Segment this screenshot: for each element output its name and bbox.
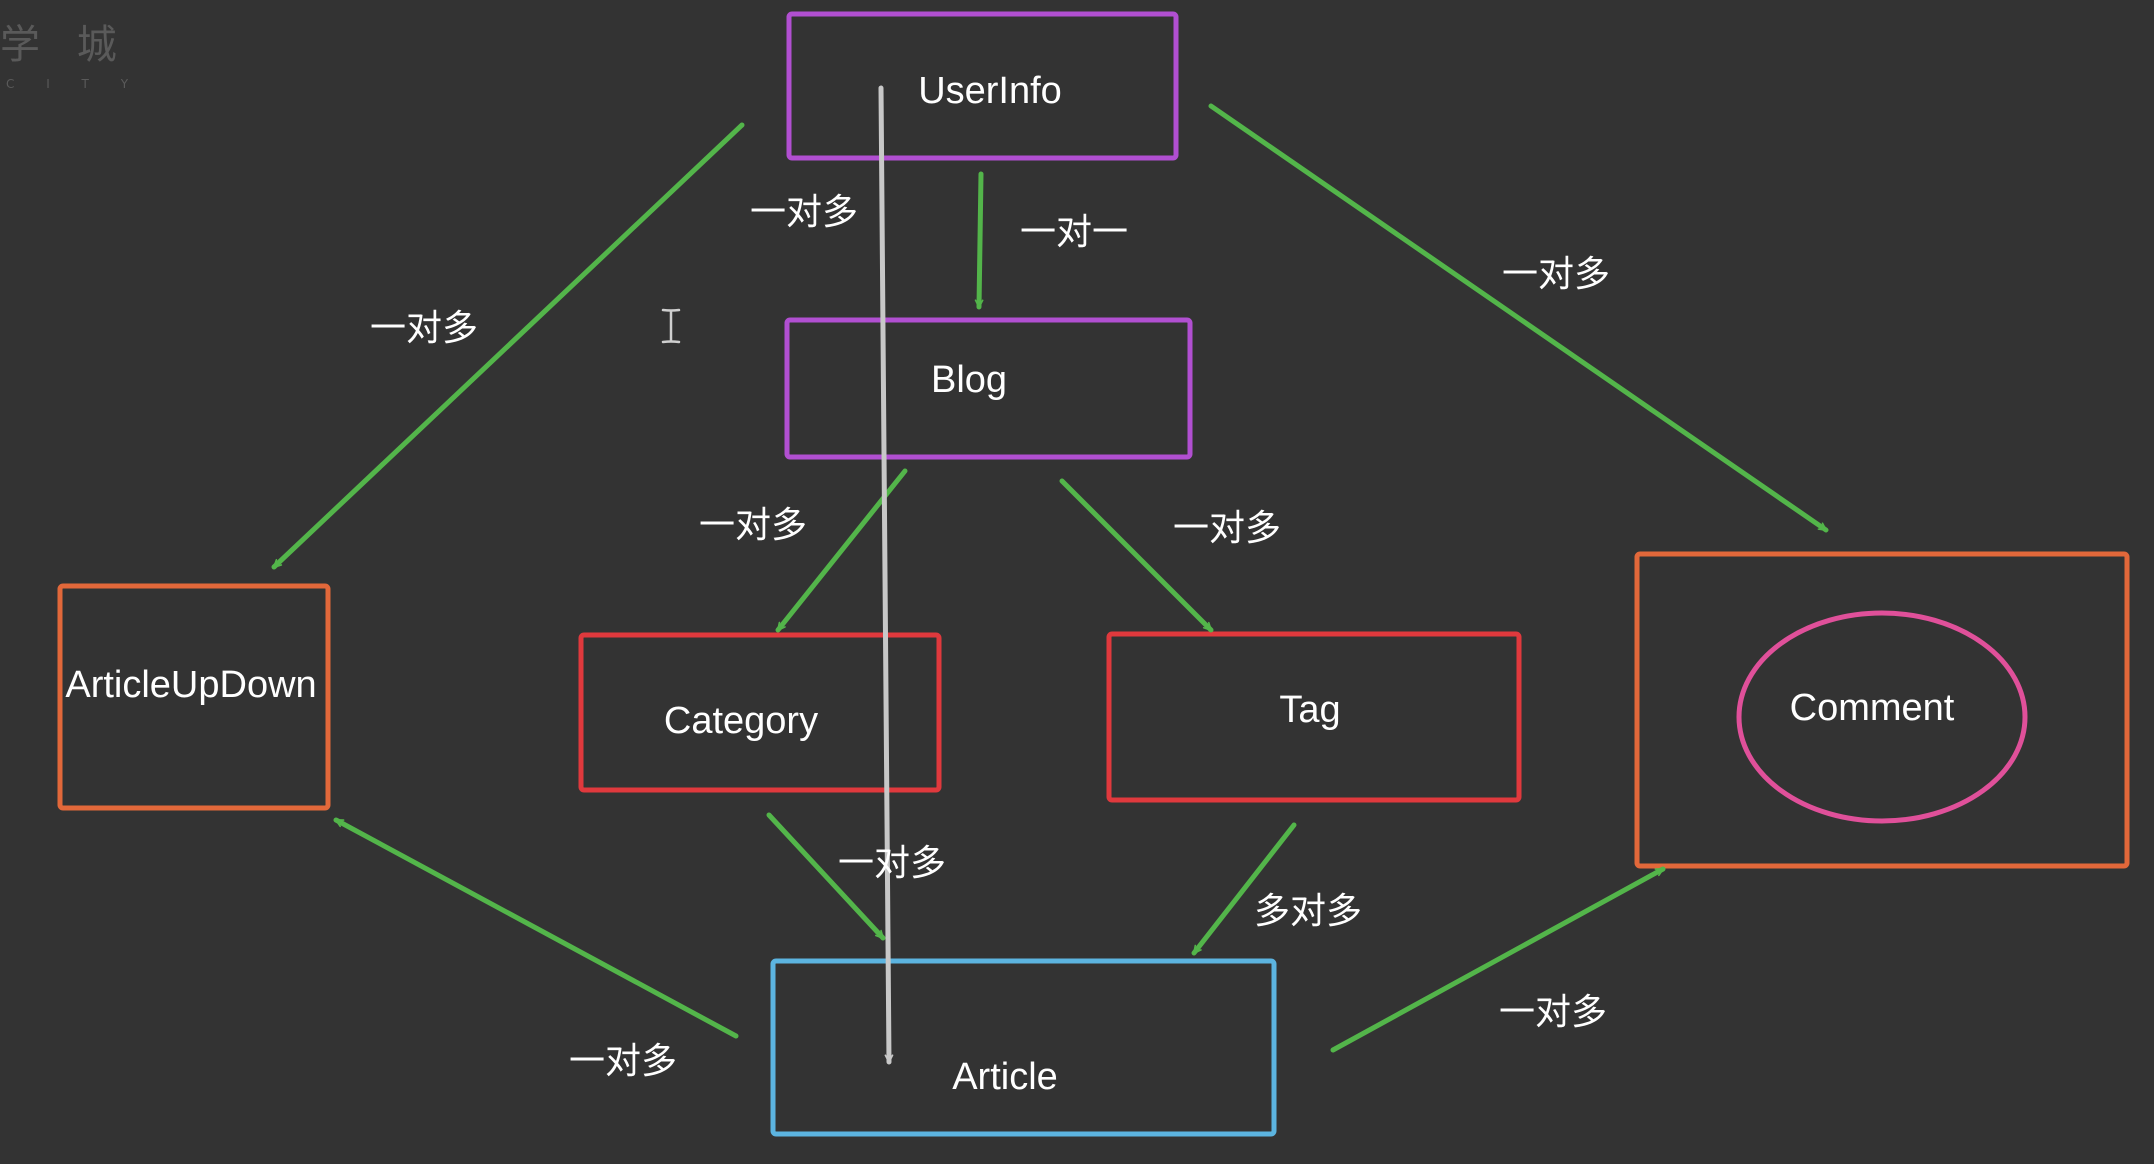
userinfo-label: UserInfo xyxy=(918,70,1062,112)
blog-label: Blog xyxy=(931,359,1007,401)
watermark-subtitle: C I T Y xyxy=(6,77,142,91)
category-label: Category xyxy=(664,700,818,742)
tag-node[interactable] xyxy=(1106,631,1522,803)
text-cursor-icon xyxy=(661,308,681,344)
edge-label-userinfo-comment: 一对多 xyxy=(1502,254,1610,295)
comment-label: Comment xyxy=(1790,687,1955,729)
article-label: Article xyxy=(952,1056,1058,1098)
edge-blog-tag xyxy=(1059,478,1214,633)
edge-label-category-article: 一对多 xyxy=(838,843,946,884)
edge-userinfo-article xyxy=(878,85,894,1065)
comment-node[interactable] xyxy=(1634,551,2130,869)
edge-article-articleupdown xyxy=(333,817,739,1039)
edge-label-tag-article: 多对多 xyxy=(1254,891,1362,932)
category-node[interactable] xyxy=(578,632,942,793)
edge-label-userinfo-articleupdown: 一对多 xyxy=(370,308,478,349)
edge-label-blog-category: 一对多 xyxy=(699,505,807,546)
blog-node[interactable] xyxy=(784,317,1193,460)
article-node[interactable] xyxy=(770,958,1277,1137)
edge-label-userinfo-blog: 一对一 xyxy=(1020,212,1128,253)
articleupdown-label: ArticleUpDown xyxy=(65,664,316,706)
edge-article-comment xyxy=(1330,866,1666,1053)
edge-label-article-comment: 一对多 xyxy=(1499,992,1607,1033)
edge-label-userinfo-article: 一对多 xyxy=(750,192,858,233)
tag-label: Tag xyxy=(1279,689,1340,731)
edge-label-article-articleupdown: 一对多 xyxy=(569,1041,677,1082)
edge-label-blog-tag: 一对多 xyxy=(1173,508,1281,549)
edge-category-article xyxy=(766,812,886,941)
edge-userinfo-comment xyxy=(1208,103,1829,533)
comment-ellipse xyxy=(1736,610,2028,824)
watermark-title: 学 城 xyxy=(0,22,129,68)
userinfo-node[interactable] xyxy=(786,11,1179,161)
edge-userinfo-blog xyxy=(974,171,984,310)
edge-tag-article xyxy=(1191,822,1297,956)
edge-userinfo-articleupdown xyxy=(271,122,745,570)
articleupdown-node[interactable] xyxy=(57,583,331,811)
